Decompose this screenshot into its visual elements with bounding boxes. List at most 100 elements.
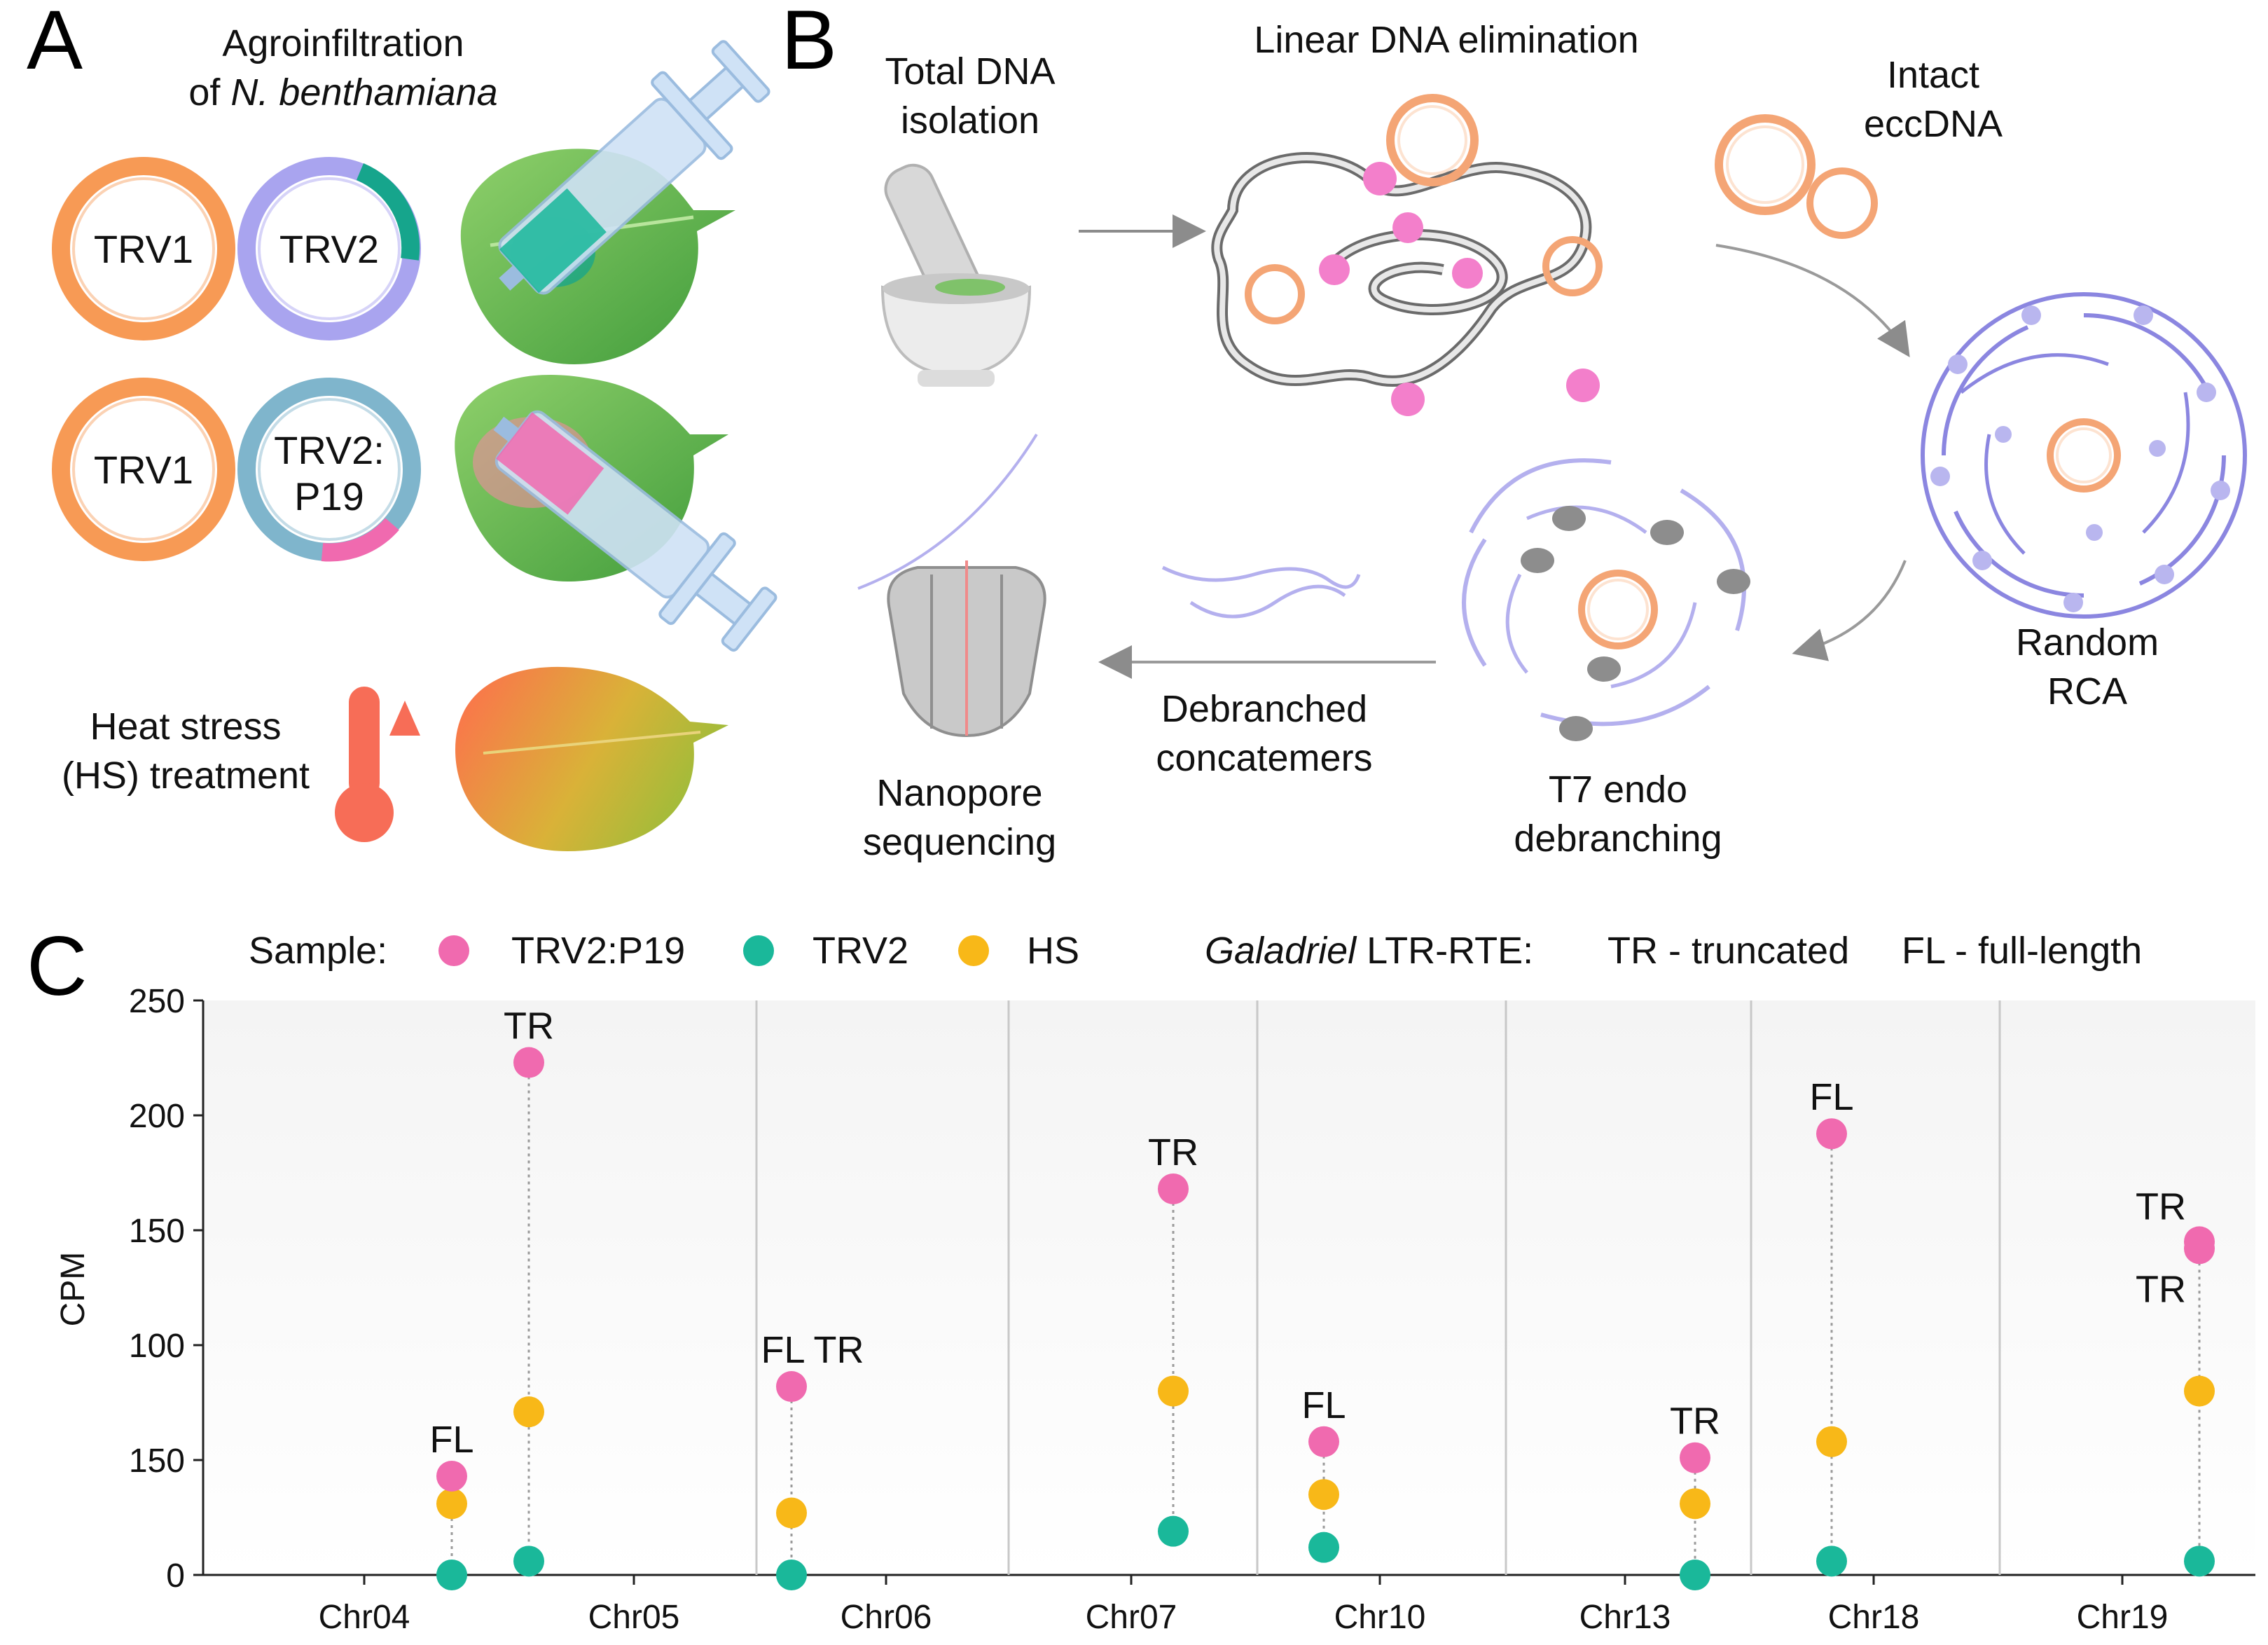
- step-t7-label-2: debranching: [1514, 818, 1722, 860]
- step-concat-label-1: Debranched: [1161, 688, 1367, 730]
- step-elimination-label: Linear DNA elimination: [1254, 19, 1638, 61]
- plasmid-ring-trv1: TRV1: [52, 157, 235, 340]
- svg-text:P19: P19: [294, 474, 364, 518]
- point-chr19-trv2-p19: [2184, 1233, 2215, 1265]
- data-points: [436, 1047, 2215, 1590]
- plasmid-ring-trv2: TRV2: [237, 157, 421, 340]
- species-name: N. benthamiana: [230, 71, 497, 113]
- annotation-chr06: FL TR: [761, 1329, 864, 1371]
- legend-family: Galadriel LTR-RTE:: [1205, 930, 1533, 972]
- step-nanopore-label-2: sequencing: [863, 821, 1056, 863]
- legend-marker-trv2: [743, 935, 774, 966]
- y-tick-label: 250: [129, 983, 185, 1020]
- y-tick-label: 100: [129, 1328, 185, 1365]
- point-chr05-hs: [513, 1396, 544, 1428]
- panel-b: B Total DNA isolation Linear DNA elimina…: [781, 0, 2247, 863]
- x-tick-label-chr13: Chr13: [1579, 1599, 1671, 1636]
- legend-marker-hs: [958, 935, 989, 966]
- nanopore-icon: [857, 433, 1046, 738]
- point-chr07-trv2-p19: [1158, 1173, 1189, 1204]
- panel-a: A Agroinfiltration of N. benthamiana TRV…: [27, 0, 777, 851]
- point-chr18-trv2-p19: [1816, 1118, 1847, 1150]
- annotation-chr05: TR: [504, 1005, 554, 1047]
- x-tick-label-chr10: Chr10: [1334, 1599, 1426, 1636]
- point-chr18-trv2: [1816, 1546, 1847, 1577]
- heat-stress-label-1: Heat stress: [90, 706, 281, 748]
- leaf-heat-stress: [455, 666, 728, 851]
- panel-b-letter: B: [781, 0, 837, 87]
- svg-text:TRV2: TRV2: [279, 227, 379, 271]
- svg-text:TRV1: TRV1: [94, 227, 193, 271]
- point-chr13-trv2: [1680, 1560, 1710, 1590]
- point-chr13-trv2-p19: [1680, 1442, 1710, 1473]
- chromosome-dividers: [755, 1000, 2001, 1575]
- syringe-icon: [498, 40, 770, 295]
- linear-dna-tangle: [1211, 94, 1603, 416]
- x-tick-label-chr06: Chr06: [841, 1599, 932, 1636]
- agroinfiltration-title: Agroinfiltration: [222, 22, 464, 64]
- random-rca-product: [1921, 292, 2247, 619]
- legend-family-rest: LTR-RTE:: [1356, 930, 1533, 972]
- annotation-chr07: TR: [1148, 1131, 1198, 1173]
- point-chr06-hs: [776, 1497, 807, 1529]
- mortar-pestle-icon: [880, 163, 1032, 387]
- y-tick-label: 150: [129, 1213, 185, 1250]
- point-chr07-hs: [1158, 1375, 1189, 1407]
- x-tick-label-chr07: Chr07: [1086, 1599, 1177, 1636]
- point-chr10-hs: [1308, 1479, 1339, 1510]
- panel-a-letter: A: [27, 0, 83, 87]
- point-chr04-trv2-p19: [436, 1460, 467, 1492]
- legend-sample-label: Sample:: [249, 930, 387, 972]
- t7-debranching-product: [1462, 458, 1750, 741]
- point-chr10-trv2-p19: [1308, 1426, 1339, 1457]
- svg-text:TRV1: TRV1: [94, 448, 193, 492]
- plasmid-ring-trv2-p19: TRV2: P19: [237, 378, 421, 562]
- syringe-pink-icon: [493, 410, 777, 652]
- chart-legend: Sample: TRV2:P19 TRV2 HS Galadriel LTR-R…: [249, 930, 2142, 972]
- intact-eccdna-circles: [1715, 114, 1878, 239]
- annotation-chr19-second: TR: [2136, 1268, 2186, 1310]
- svg-text:TRV2:: TRV2:: [274, 428, 385, 472]
- annotation-chr19: TR: [2136, 1185, 2186, 1227]
- legend-fl: FL - full-length: [1902, 930, 2142, 972]
- point-chr18-hs: [1816, 1426, 1847, 1457]
- arrow-to-t7: [1792, 560, 1907, 661]
- x-tick-label-chr05: Chr05: [588, 1599, 680, 1636]
- point-chr06-trv2-p19: [776, 1371, 807, 1403]
- x-tick-label-chr18: Chr18: [1828, 1599, 1920, 1636]
- x-tick-label-chr19: Chr19: [2077, 1599, 2169, 1636]
- y-tick-label: 200: [129, 1098, 185, 1135]
- heat-stress-label-2: (HS) treatment: [62, 755, 310, 797]
- step-rca-label-1: Random: [2016, 621, 2159, 663]
- step-intact-label-1: Intact: [1887, 54, 1979, 96]
- debranched-concatemers: [1161, 565, 1361, 619]
- arrow-to-rca: [1715, 244, 1910, 357]
- point-chr10-trv2: [1308, 1532, 1339, 1563]
- point-chr06-trv2: [776, 1560, 807, 1590]
- thermometer-icon: [335, 687, 420, 842]
- annotation-chr10: FL: [1301, 1384, 1346, 1426]
- step-intact-label-2: eccDNA: [1864, 103, 2003, 145]
- legend-series-hs: HS: [1027, 930, 1079, 972]
- step-rca-label-2: RCA: [2047, 670, 2127, 713]
- subtitle-prefix: of: [188, 71, 230, 113]
- plot-area: [203, 1000, 2255, 1575]
- legend-series-trv2-p19: TRV2:P19: [511, 930, 685, 972]
- legend-tr: TR - truncated: [1607, 930, 1849, 972]
- step-isolation-label-1: Total DNA: [885, 50, 1055, 92]
- y-tick-label: 0: [166, 1557, 185, 1595]
- y-axis-label: CPM: [55, 1252, 92, 1327]
- point-chr04-hs: [436, 1488, 467, 1520]
- point-chr05-trv2: [513, 1546, 544, 1577]
- legend-series-trv2: TRV2: [813, 930, 908, 972]
- step-isolation-label-2: isolation: [901, 99, 1039, 142]
- legend-marker-trv2-p19: [438, 935, 469, 966]
- point-chr19-trv2: [2184, 1546, 2215, 1577]
- point-chr04-trv2: [436, 1560, 467, 1590]
- x-tick-label-chr04: Chr04: [319, 1599, 410, 1636]
- point-chr13-hs: [1680, 1488, 1710, 1520]
- step-nanopore-label-1: Nanopore: [876, 772, 1042, 814]
- legend-family-italic: Galadriel: [1205, 930, 1357, 972]
